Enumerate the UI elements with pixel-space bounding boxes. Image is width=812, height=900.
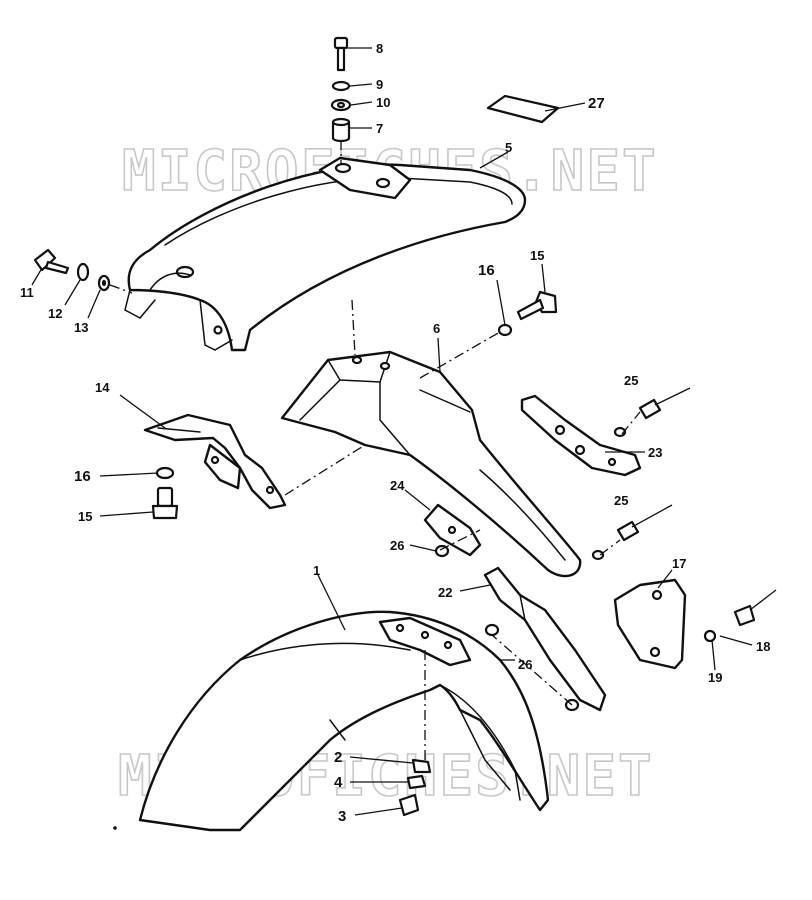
callout-27: 27 [588,95,605,112]
plate-24 [423,503,482,558]
rear-fender-upper [124,156,527,352]
callout-23: 23 [648,445,662,460]
hardware-left [33,248,111,292]
callout-17: 17 [672,556,686,571]
callout-19: 19 [708,670,722,685]
washer-12 [76,262,90,282]
bolt-8-head [333,36,349,50]
callout-13: 13 [74,320,88,335]
rivet-18 [733,604,756,627]
callout-11: 11 [20,285,34,300]
callout-16-left: 16 [74,468,91,485]
callout-5: 5 [505,140,512,155]
callout-8: 8 [376,41,383,56]
callout-26-upper: 26 [390,538,404,553]
washer-19 [703,629,717,643]
assembly-chain-lines [109,140,641,760]
rivets-25 [591,387,691,561]
bolt-8-shank [336,46,346,72]
label-27-sticker [486,94,560,124]
hardware-right-upper [497,290,558,337]
callout-25-upper: 25 [624,373,638,388]
washer-4 [406,774,427,790]
callout-2: 2 [334,749,342,766]
bracket-23 [520,394,642,477]
callout-22: 22 [438,585,452,600]
callout-25-lower: 25 [614,493,628,508]
collar-7 [331,120,351,143]
bolt-15-right-shank [516,298,545,321]
callout-10: 10 [376,95,390,110]
callout-18: 18 [756,639,770,654]
inner-fender [280,350,582,578]
bracket-17 [613,578,777,670]
callout-24: 24 [390,478,405,493]
nut-2 [411,758,432,774]
callout-14: 14 [95,380,110,395]
callout-4: 4 [334,774,343,791]
leader-lines [31,47,753,816]
bolt-3 [398,793,420,817]
bracket-14 [143,413,287,510]
callout-1: 1 [313,563,320,578]
bolt-15-left-head [151,504,179,520]
washer-16-left [155,466,175,480]
callouts: 8 9 10 7 27 5 11 12 13 16 15 6 14 25 23 … [20,41,770,825]
front-fender [138,610,550,832]
callout-15-right: 15 [530,248,544,263]
callout-7: 7 [376,121,383,136]
callout-15-left: 15 [78,509,92,524]
bolt-15-left-shank [156,486,174,508]
callout-12: 12 [48,306,62,321]
bolt-11-shank [44,260,70,275]
callout-26-lower: 26 [518,657,532,672]
washer-9 [331,80,351,92]
bracket-22 [483,566,607,712]
bolt-11-head [33,248,57,272]
hardware-left-lower [151,466,179,520]
callout-16-right: 16 [478,262,495,279]
hardware-stack-top [330,36,352,143]
callout-9: 9 [376,77,383,92]
hardware-bottom [398,758,432,817]
washer-16-right [497,323,513,337]
callout-6: 6 [433,321,440,336]
callout-3: 3 [338,808,346,825]
washer-26-lower-a [484,623,500,637]
